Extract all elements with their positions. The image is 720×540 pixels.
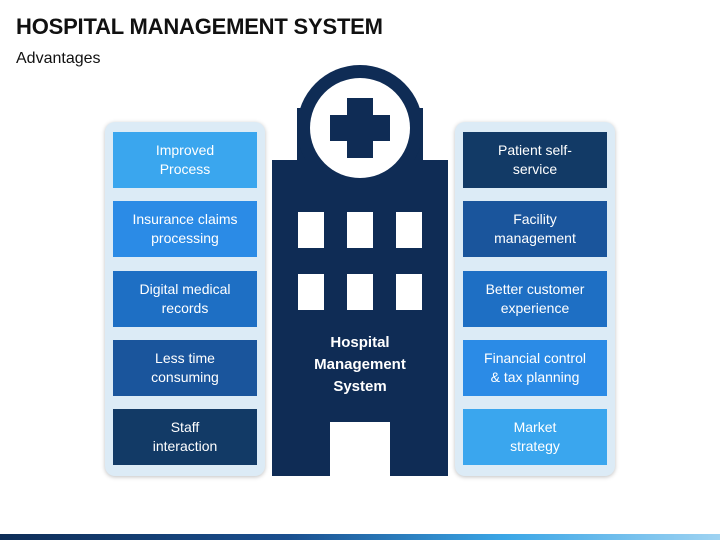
card-label: Patient self- service xyxy=(498,142,572,177)
card-label: Staff interaction xyxy=(152,419,218,454)
right-advantages-panel: Patient self- service Facility managemen… xyxy=(455,122,615,476)
left-card-insurance-claims: Insurance claims processing xyxy=(113,201,257,257)
card-label: Financial control & tax planning xyxy=(484,350,586,385)
building-door xyxy=(330,422,390,476)
right-card-patient-self-service: Patient self- service xyxy=(463,132,607,188)
card-label: Market strategy xyxy=(510,419,560,454)
card-label: Insurance claims processing xyxy=(132,211,238,246)
left-card-improved-process: Improved Process xyxy=(113,132,257,188)
right-card-customer-experience: Better customer experience xyxy=(463,271,607,327)
left-card-staff-interaction: Staff interaction xyxy=(113,409,257,465)
left-card-less-time: Less time consuming xyxy=(113,340,257,396)
card-label: Facility management xyxy=(494,211,576,246)
page-title: HOSPITAL MANAGEMENT SYSTEM xyxy=(16,14,383,39)
card-label: Better customer experience xyxy=(485,281,585,316)
card-label: Improved Process xyxy=(155,142,215,177)
left-card-digital-records: Digital medical records xyxy=(113,271,257,327)
card-label: Digital medical records xyxy=(139,281,231,316)
medical-cross-icon xyxy=(330,98,390,158)
left-advantages-panel: Improved Process Insurance claims proces… xyxy=(105,122,265,476)
right-card-facility-management: Facility management xyxy=(463,201,607,257)
page-subtitle: Advantages xyxy=(16,50,101,67)
center-label: Hospital Management System xyxy=(314,334,406,395)
bottom-accent-bar xyxy=(0,534,720,540)
building-windows xyxy=(298,212,422,310)
right-card-financial-control: Financial control & tax planning xyxy=(463,340,607,396)
right-card-market-strategy: Market strategy xyxy=(463,409,607,465)
card-label: Less time consuming xyxy=(151,350,219,385)
